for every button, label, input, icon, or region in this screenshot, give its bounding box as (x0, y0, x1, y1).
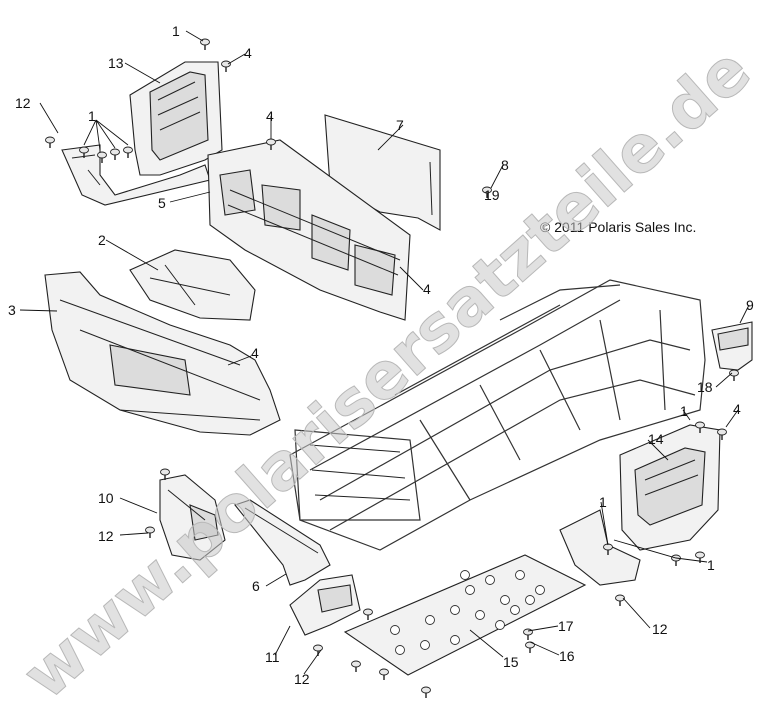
callout-label: 14 (648, 431, 664, 447)
callout-label: 4 (266, 108, 274, 124)
part-6-strut (234, 499, 331, 586)
copyright-notice: © 2011 Polaris Sales Inc. (540, 219, 696, 235)
fastener-icon (79, 146, 89, 158)
callout-label: 8 (501, 157, 509, 173)
fastener-group (45, 38, 739, 698)
callout-label: 5 (158, 195, 166, 211)
fastener-icon (363, 608, 373, 620)
skid-plate-hole (465, 585, 475, 595)
fastener-icon (729, 369, 739, 381)
callout-label: 1 (88, 108, 96, 124)
fastener-icon (97, 151, 107, 163)
callout-label: 1 (680, 403, 688, 419)
fastener-icon (717, 428, 727, 440)
skid-plate-hole (485, 575, 495, 585)
callout-label: 4 (251, 345, 259, 361)
callout-label: 12 (652, 621, 668, 637)
callout-label: 15 (503, 654, 519, 670)
skid-plate-hole (450, 605, 460, 615)
skid-plate-hole (460, 570, 470, 580)
fastener-icon (482, 186, 492, 198)
callout-label: 18 (697, 379, 713, 395)
chassis-frame (289, 279, 706, 551)
part-2-floor-tray (129, 249, 256, 321)
callout-label: 10 (98, 490, 114, 506)
fastener-icon (695, 421, 705, 433)
skid-plate-hole (395, 645, 405, 655)
callout-labels: 1 4 13 12 1 4 7 5 8 19 2 3 4 4 9 18 1 4 … (8, 23, 754, 687)
callout-label: 3 (8, 302, 16, 318)
fastener-icon (221, 60, 231, 72)
callout-label: 4 (423, 281, 431, 297)
fastener-icon (266, 138, 276, 150)
callout-label: 7 (396, 117, 404, 133)
part-3-front-shell (44, 271, 281, 436)
skid-plate-hole (450, 635, 460, 645)
part-11-bracket (289, 574, 361, 636)
callout-label: 9 (746, 297, 754, 313)
part-13-side-panel (61, 61, 223, 206)
fastener-icon (160, 468, 170, 480)
callout-label: 19 (484, 187, 500, 203)
callout-label: 12 (98, 528, 114, 544)
fastener-icon (351, 660, 361, 672)
part-15-skid-plate (343, 554, 587, 676)
part-9-storage-bin (711, 321, 753, 371)
callout-label: 13 (108, 55, 124, 71)
callout-label: 6 (252, 578, 260, 594)
skid-plate-hole (420, 640, 430, 650)
skid-plate-hole (475, 610, 485, 620)
fastener-icon (615, 594, 625, 606)
fastener-icon (110, 148, 120, 160)
callout-label: 4 (733, 401, 741, 417)
fastener-icon (695, 551, 705, 563)
callout-label: 12 (294, 671, 310, 687)
callout-label: 11 (265, 649, 280, 665)
fastener-icon (421, 686, 431, 698)
leader-lines (19, 30, 750, 675)
part-5-bulkhead (207, 139, 411, 321)
skid-plate-hole (500, 595, 510, 605)
callout-label: 4 (244, 45, 252, 61)
callout-label: 1 (707, 557, 715, 573)
fastener-icon (123, 146, 133, 158)
callout-label: 16 (559, 648, 575, 664)
skid-plate-hole (495, 620, 505, 630)
fastener-icon (379, 668, 389, 680)
part-10-bracket (159, 474, 226, 561)
part-14-side-panel (559, 424, 721, 586)
skid-plate-hole (390, 625, 400, 635)
skid-plate-hole (515, 570, 525, 580)
skid-plate-hole (525, 595, 535, 605)
callout-label: 1 (172, 23, 180, 39)
callout-label: 12 (15, 95, 31, 111)
skid-plate-hole (510, 605, 520, 615)
callout-label: 2 (98, 232, 106, 248)
skid-plate-hole (425, 615, 435, 625)
callout-label: 17 (558, 618, 574, 634)
callout-label: 1 (599, 494, 607, 510)
fastener-icon (145, 526, 155, 538)
skid-plate-hole (535, 585, 545, 595)
fastener-icon (45, 136, 55, 148)
